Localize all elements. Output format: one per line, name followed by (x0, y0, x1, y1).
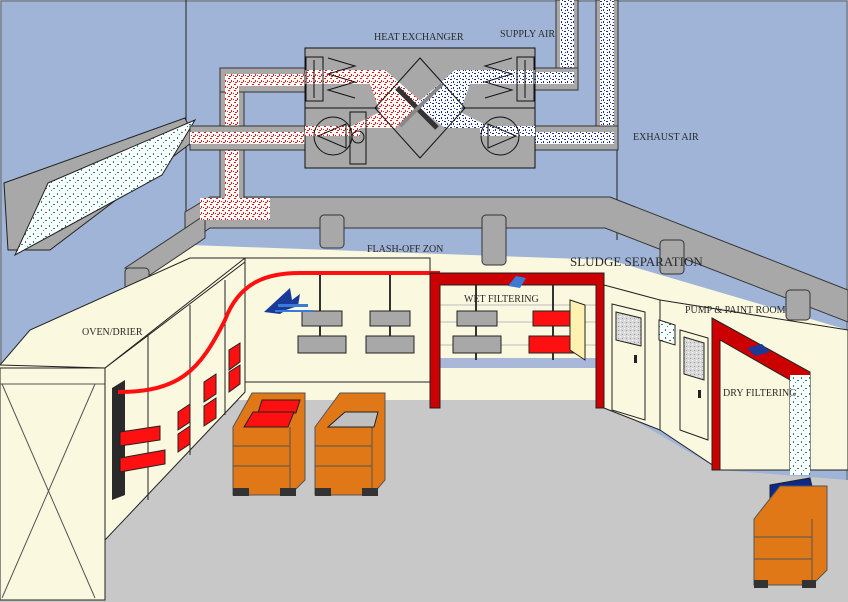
fan-right (480, 116, 520, 156)
pump-room-window (658, 319, 676, 346)
label-heat-exchanger: HEAT EXCHANGER (374, 32, 464, 43)
bin-grey-parts (314, 392, 386, 496)
flash-off-hangers (297, 275, 415, 354)
label-oven-drier: OVEN/DRIER (82, 327, 143, 338)
drop-duct-1 (319, 214, 345, 249)
warm-air-mid (190, 132, 310, 144)
wet-filtering-booth (429, 272, 605, 409)
exhaust-air-vertical (600, 0, 614, 144)
warm-air-drop (200, 198, 270, 220)
conveyor-rail (117, 271, 440, 394)
label-pump-paint-room: PUMP & PAINT ROOM (685, 305, 786, 316)
heater-coil (349, 111, 367, 165)
intake-hood-filter (13, 118, 197, 257)
drop-duct-2 (481, 214, 507, 266)
label-dry-filtering: DRY FILTERING (723, 388, 796, 399)
supply-air-vertical (560, 0, 574, 84)
oven-drier-booth (0, 257, 247, 601)
label-wet-filtering: WET FILTERING (464, 294, 539, 305)
label-exhaust-air: EXHAUST AIR (633, 132, 699, 143)
exhaust-air-horizontal (530, 132, 614, 144)
dry-filtering-booth (711, 317, 811, 475)
drop-duct-3 (659, 239, 685, 275)
damper-right (516, 56, 535, 102)
bin-red-parts (232, 392, 306, 496)
door-2[interactable] (679, 329, 709, 441)
label-supply-air: SUPPLY AIR (500, 29, 555, 40)
bin-blue-parts (753, 477, 828, 588)
drop-duct-4 (785, 289, 811, 321)
label-flash-off-zone: FLASH-OFF ZON (367, 244, 443, 255)
label-sludge-separation: SLUDGE SEPARATION (570, 254, 703, 269)
heat-exchanger-unit (304, 47, 536, 169)
brand-logo (264, 288, 313, 314)
supply-air-horizontal (530, 72, 574, 84)
door-1[interactable] (611, 303, 646, 421)
floor (0, 380, 848, 602)
damper-left (305, 56, 324, 102)
warm-air-top (225, 74, 310, 86)
